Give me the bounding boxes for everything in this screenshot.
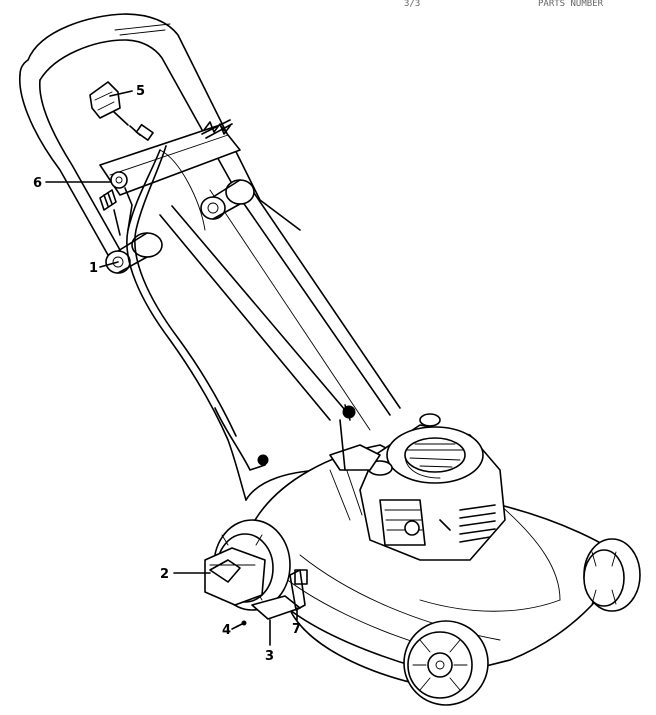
callout-3: 3 [265,649,274,664]
lower-handle [159,189,401,431]
engine [329,413,506,561]
control-bracket [99,171,133,236]
throttle-cable [339,404,356,471]
front-left-wheel [403,620,489,706]
mounting-plate [251,569,306,620]
callout-leaders [45,90,298,646]
handle-knob-right [200,179,255,220]
leader-4 [231,625,239,630]
callout-7: 7 [292,622,301,637]
header-fragment-left: 3/3 [404,0,420,9]
callout-1: 1 [89,261,98,276]
leader-5 [109,90,133,97]
front-right-wheel [583,538,641,612]
callout-4: 4 [222,623,231,638]
upper-handle [19,13,301,256]
drive-cover [204,547,266,606]
handle-spring [201,119,233,139]
callout-6: 6 [33,176,42,191]
leader-1 [99,261,119,268]
callout-5: 5 [136,84,145,99]
connector-plug [89,81,154,141]
callout-2: 2 [160,567,169,582]
header-fragment-right: PARTS NUMBER [538,0,604,9]
